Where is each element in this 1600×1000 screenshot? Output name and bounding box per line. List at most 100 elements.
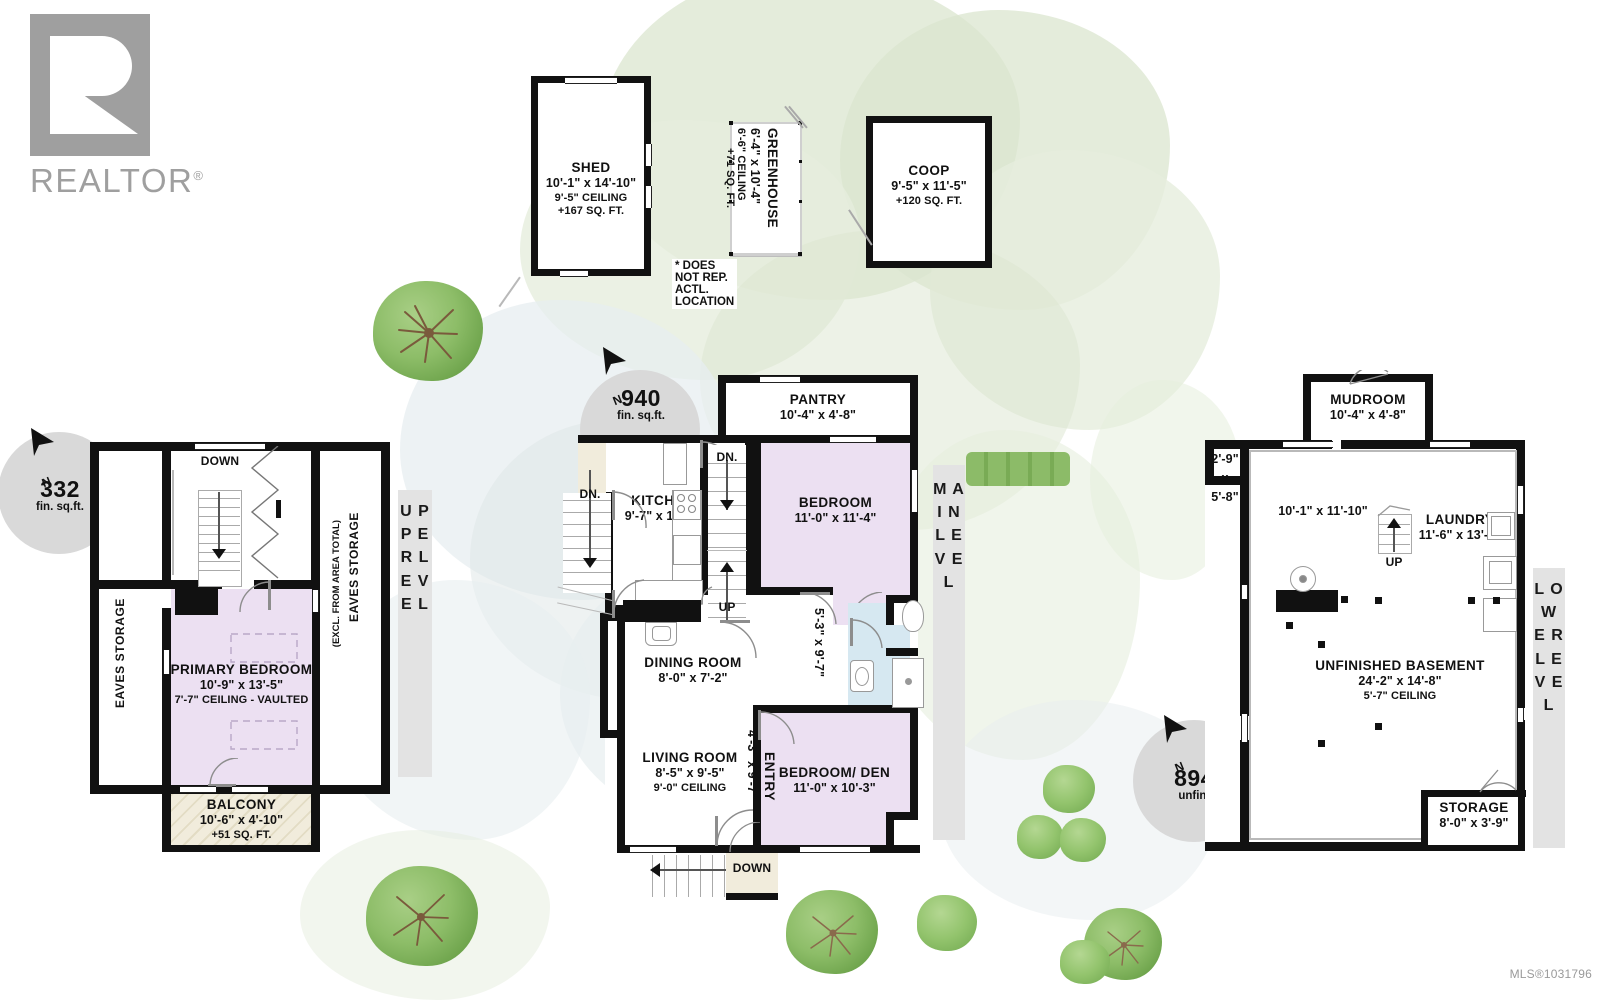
unfinished-basement-dim: 24'-2" x 14'-8" xyxy=(1358,674,1442,689)
upper-area-unit: fin. sq.ft. xyxy=(36,501,84,514)
storage-door-icon xyxy=(1479,769,1517,793)
coop-name: COOP xyxy=(908,163,950,178)
tree-branches-icon xyxy=(393,894,449,946)
entry-living-door-icon xyxy=(715,809,754,847)
shed-dim: 10'-1" x 14'-10" xyxy=(545,176,637,191)
shrub-icon xyxy=(1017,815,1063,859)
dining-room-dim: 8'-0" x 7'-2" xyxy=(658,671,728,686)
main-area-value: 940 xyxy=(621,385,661,411)
kitchen-sink-fixture xyxy=(673,535,701,565)
laundry-dim: 11'-6" x 13'-7" xyxy=(1418,528,1502,543)
balcony-name: BALCONY xyxy=(206,797,277,812)
mudroom-door-icon xyxy=(1349,370,1389,385)
tree-branches-icon xyxy=(810,915,857,957)
kitchen-back-door-icon xyxy=(612,579,645,618)
tree-branches-icon xyxy=(398,305,458,363)
primary-bedroom-name: PRIMARY BEDROOM xyxy=(170,662,313,677)
main-stair-down-mid-label: DN. xyxy=(716,450,738,464)
bedroom-den-name: BEDROOM/ DEN xyxy=(778,765,891,780)
greenhouse-name: GREENHOUSE xyxy=(765,128,780,229)
shrub-icon xyxy=(917,895,977,951)
exterior-door-icon xyxy=(729,822,761,853)
open-area-dim: 10'-1" x 11'-10" xyxy=(1278,504,1368,518)
closet-dash-icon xyxy=(230,633,298,750)
living-room-dim: 8'-5" x 9'-5" xyxy=(655,766,725,781)
mudroom-dim: 10'-4" x 4'-8" xyxy=(1329,408,1407,423)
entry-name: ENTRY xyxy=(762,752,777,802)
living-room-ceiling: 9'-0" CEILING xyxy=(653,781,727,794)
greenhouse-area: +71 SQ. FT. xyxy=(724,148,736,209)
main-bedroom-name: BEDROOM xyxy=(798,495,873,510)
lower-stair-up-label: UP xyxy=(1385,555,1403,569)
main-level-tab xyxy=(933,465,965,840)
dining-room-name: DINING ROOM xyxy=(644,655,742,670)
unfinished-basement-ceiling: 5'-7" CEILING xyxy=(1363,689,1437,702)
mid-stair-door-icon xyxy=(701,586,713,606)
realtor-logo: REALTOR® xyxy=(30,14,204,200)
unfinished-basement-name: UNFINISHED BASEMENT xyxy=(1315,658,1485,673)
laundry-name: LAUNDRY xyxy=(1425,512,1495,527)
bathroom-door-icon xyxy=(850,618,883,649)
range-fixture xyxy=(673,490,701,520)
upper-level-tab xyxy=(398,490,432,777)
tree-branches-icon xyxy=(1105,930,1144,966)
entry-dim: 4'-3" x 9'-7" xyxy=(745,730,759,800)
shrub-icon xyxy=(1060,940,1110,984)
shed-area: +167 SQ. FT. xyxy=(557,205,625,218)
shed-ceiling: 9'-5" CEILING xyxy=(554,191,628,204)
coop-area: +120 SQ. FT. xyxy=(895,194,963,207)
upper-area-value: 332 xyxy=(40,476,80,502)
upper-stair-down-label: DOWN xyxy=(200,454,240,468)
balcony-dim: 10'-6" x 4'-10" xyxy=(199,813,284,828)
kitchen-counter-top xyxy=(663,443,687,485)
upper-area-text: 332 fin. sq.ft. xyxy=(14,477,106,513)
upper-eaves-storage-left: EAVES STORAGE xyxy=(113,598,127,709)
furnace-block xyxy=(1276,590,1338,612)
main-area-unit: fin. sq.ft. xyxy=(617,410,665,423)
upper-railing-icon xyxy=(250,446,280,579)
bedroom-den-dim: 11'-0" x 10'-3" xyxy=(793,781,876,796)
nook-height: 5'-8" xyxy=(1211,489,1239,504)
lower-area-unit: unfin. xyxy=(1178,790,1210,803)
upper-eaves-storage-note: (EXCL. FROM AREA TOTAL) xyxy=(331,520,342,648)
nook-width: 2'-9" xyxy=(1211,452,1239,466)
lower-north-arrow-icon xyxy=(1164,715,1187,743)
greenhouse-dim: 6'-4" x 10'-4" xyxy=(748,128,762,205)
lower-stair-top-icon xyxy=(1377,505,1411,517)
mls-number: MLS®1031796 xyxy=(1509,967,1592,981)
lower-level-tab xyxy=(1533,568,1565,848)
realtor-logo-mark xyxy=(30,14,150,156)
balcony-area xyxy=(171,794,312,852)
entry-dining-door-icon xyxy=(720,620,757,659)
greenhouse-ceiling: 6'-6" CEILING xyxy=(735,128,747,201)
balcony-area-sqft: +51 SQ. FT. xyxy=(211,828,272,841)
lower-level-tab-label: L O W E R L E V E L xyxy=(1534,581,1564,714)
main-area-text: 940 fin. sq.ft. xyxy=(596,386,686,422)
outbuilding-location-note: * DOES NOT REP. ACTL. LOCATION xyxy=(672,259,738,309)
hall-dim: 5'-3" x 9'-7" xyxy=(812,608,826,678)
upper-stair-down xyxy=(198,490,242,587)
upper-bedroom-door-icon xyxy=(239,580,271,613)
upper-north-arrow-icon xyxy=(31,428,54,456)
dryer-fixture xyxy=(1483,598,1517,632)
hedge-icon xyxy=(966,452,1070,486)
shrub-icon xyxy=(1043,765,1095,813)
pantry-name: PANTRY xyxy=(789,392,847,407)
main-stair-down-left xyxy=(563,493,611,593)
upper-balcony-door-icon xyxy=(208,758,239,787)
main-stair-down-left-label: DN. xyxy=(579,487,601,501)
main-north-arrow-icon xyxy=(603,347,626,375)
nook-x: x xyxy=(1221,470,1229,485)
storage-name: STORAGE xyxy=(1439,800,1509,815)
living-room-name: LIVING ROOM xyxy=(642,750,738,765)
primary-bedroom-ceiling: 7'-7" CEILING - VAULTED xyxy=(174,693,309,706)
realtor-r-glyph xyxy=(50,36,138,134)
bedroom-den-door-icon xyxy=(758,710,795,745)
upper-level-tab-label: U P P E R L E V E L xyxy=(400,503,430,613)
primary-bedroom-dim: 10'-9" x 13'-5" xyxy=(199,678,284,693)
pantry-dim: 10'-4" x 4'-8" xyxy=(779,408,857,423)
range-burners-icon xyxy=(676,493,697,514)
registered-mark: ® xyxy=(193,168,205,183)
shed-name: SHED xyxy=(571,160,611,175)
